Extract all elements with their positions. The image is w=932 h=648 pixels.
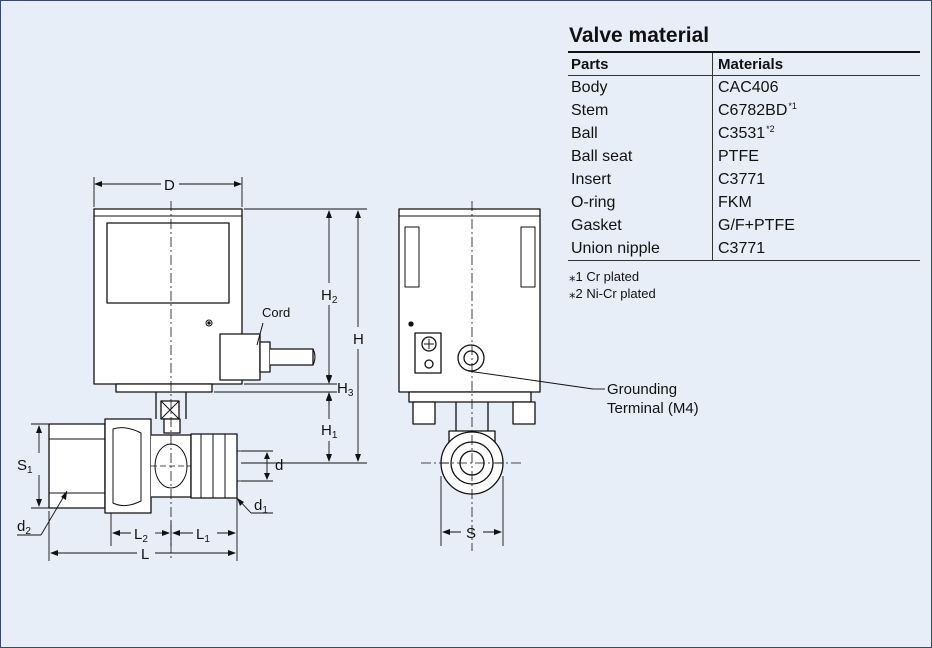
front-base-plate bbox=[115, 383, 213, 393]
part-cell: O-ring bbox=[568, 191, 713, 214]
dim-L-label: L bbox=[141, 546, 149, 563]
material-cell: CAC406 bbox=[718, 79, 779, 96]
material-note: ⁎2 Ni-Cr plated bbox=[569, 286, 656, 301]
dim-H2-label: H2 bbox=[321, 287, 338, 306]
table-row: Body CAC406 bbox=[568, 75, 920, 99]
material-cell: FKM bbox=[718, 194, 752, 211]
table-header-row: Parts Materials bbox=[568, 52, 920, 76]
material-note: ⁎1 Cr plated bbox=[569, 269, 640, 284]
dim-d-label: d bbox=[275, 457, 283, 474]
part-cell: Ball seat bbox=[568, 145, 713, 168]
header-materials: Materials bbox=[712, 52, 920, 76]
dim-S1-label: S1 bbox=[17, 457, 33, 476]
valve-material-table: Parts Materials Body CAC406 Stem C6782BD*1… bbox=[568, 51, 920, 261]
dim-S-label: S bbox=[466, 525, 476, 542]
dim-L2-label: L2 bbox=[134, 526, 148, 545]
grounding-label-line1: Grounding bbox=[607, 381, 677, 398]
part-cell: Insert bbox=[568, 168, 713, 191]
dim-H-label: H bbox=[353, 331, 364, 348]
material-notes: ⁎1 Cr plated ⁎2 Ni-Cr plated bbox=[568, 268, 920, 302]
table-row: O-ring FKM bbox=[568, 191, 920, 214]
table-row: Union nipple C3771 bbox=[568, 237, 920, 261]
dim-H1-label: H1 bbox=[321, 422, 338, 441]
valve-material-title: Valve material bbox=[569, 24, 710, 47]
front-valve-body bbox=[48, 418, 251, 514]
table-row: Gasket G/F+PTFE bbox=[568, 214, 920, 237]
material-cell: C3771 bbox=[718, 171, 766, 188]
part-cell: Union nipple bbox=[568, 237, 713, 261]
front-actuator-box bbox=[93, 208, 243, 385]
table-row: Insert C3771 bbox=[568, 168, 920, 191]
part-cell: Stem bbox=[568, 99, 713, 122]
dimension-arrows bbox=[36, 181, 502, 556]
table-row: Ball C3531*2 bbox=[568, 122, 920, 145]
part-cell: Gasket bbox=[568, 214, 713, 237]
dim-d1-label: d1 bbox=[254, 497, 268, 516]
dimension-lines bbox=[17, 177, 605, 561]
table-row: Stem C6782BD*1 bbox=[568, 99, 920, 122]
dim-L1-label: L1 bbox=[196, 526, 210, 545]
material-cell: C3531*2 bbox=[718, 124, 775, 142]
part-cell: Body bbox=[568, 75, 713, 99]
cord-label: Cord bbox=[262, 305, 290, 320]
part-cell: Ball bbox=[568, 122, 713, 145]
dim-H3-label: H3 bbox=[337, 380, 354, 399]
material-cell: C6782BD*1 bbox=[718, 101, 797, 119]
valve-material-panel: Valve material Parts Materials Body CAC40… bbox=[568, 23, 920, 302]
cord-connector bbox=[219, 322, 316, 381]
material-cell: PTFE bbox=[718, 148, 759, 165]
dim-d2-label: d2 bbox=[17, 518, 31, 537]
header-parts: Parts bbox=[568, 52, 713, 76]
grounding-label-line2: Terminal (M4) bbox=[607, 400, 699, 417]
material-cell: C3771 bbox=[718, 240, 766, 257]
material-cell: G/F+PTFE bbox=[718, 217, 795, 234]
grounding-terminal bbox=[414, 332, 594, 390]
front-stem bbox=[155, 392, 187, 434]
table-row: Ball seat PTFE bbox=[568, 145, 920, 168]
dim-D-label: D bbox=[164, 177, 175, 194]
